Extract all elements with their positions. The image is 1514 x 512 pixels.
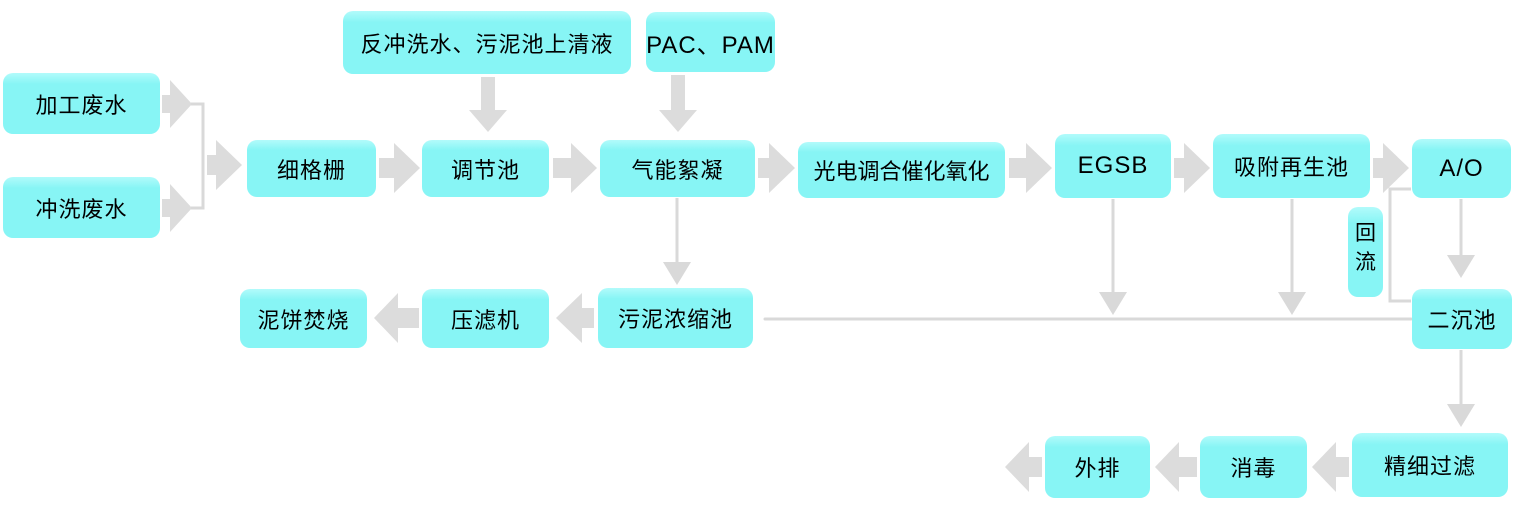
node-backwash-supernatant: 反冲洗水、污泥池上清液 xyxy=(343,11,631,74)
node-fine-filtration: 精细过滤 xyxy=(1352,433,1508,497)
arrow-discharge-out xyxy=(1005,442,1042,492)
arrow-ao-to-secondary-sedimentation xyxy=(1447,199,1475,278)
node-ao: A/O xyxy=(1412,139,1511,198)
node-pac-pam: PAC、PAM xyxy=(646,12,775,72)
arrow-adsorption-tank-to-ao xyxy=(1373,143,1409,193)
arrow-fine-screen-to-regulating-tank xyxy=(379,143,420,193)
node-secondary-sedimentation-tank: 二沉池 xyxy=(1412,289,1512,349)
node-reflux-label: 回流 xyxy=(1348,207,1383,297)
node-fine-screen: 细格栅 xyxy=(247,140,376,197)
merge-bracket-line xyxy=(191,102,205,210)
arrow-backwash-to-regulating-tank xyxy=(469,77,507,132)
node-disinfection: 消毒 xyxy=(1200,436,1307,498)
arrow-pac-pam-to-air-flocculation xyxy=(659,75,697,132)
arrow-egsb-to-adsorption-tank xyxy=(1174,143,1210,193)
arrow-rinse-to-merge xyxy=(162,184,192,232)
node-egsb: EGSB xyxy=(1055,134,1171,198)
node-filter-press: 压滤机 xyxy=(422,289,549,348)
arrow-egsb-to-sludge-line xyxy=(1099,199,1127,315)
arrow-fine-filtration-to-disinfection xyxy=(1312,442,1349,492)
reflux-line xyxy=(1388,187,1411,303)
node-discharge: 外排 xyxy=(1045,436,1150,498)
node-photoelectric-catalytic-oxidation: 光电调合催化氧化 xyxy=(798,142,1005,198)
node-adsorption-regeneration-tank: 吸附再生池 xyxy=(1213,134,1370,198)
arrow-adsorption-to-sludge-line xyxy=(1278,199,1306,315)
arrow-regulating-tank-to-air-flocculation xyxy=(553,143,597,193)
arrow-secondary-sedimentation-to-fine-filtration xyxy=(1447,350,1475,427)
arrow-sludge-thickening-to-filter-press xyxy=(556,293,594,343)
node-rinse-wastewater: 冲洗废水 xyxy=(3,177,160,238)
arrow-photoelectric-oxidation-to-egsb xyxy=(1009,143,1052,193)
arrow-air-flocculation-to-sludge-thickening xyxy=(663,198,691,285)
node-regulating-tank: 调节池 xyxy=(422,140,549,197)
node-processing-wastewater: 加工废水 xyxy=(3,73,160,134)
node-air-flocculation: 气能絮凝 xyxy=(600,140,755,197)
arrow-processing-to-merge xyxy=(162,80,192,128)
arrow-disinfection-to-discharge xyxy=(1155,442,1197,492)
arrow-air-flocculation-to-photoelectric-oxidation xyxy=(758,143,795,193)
arrow-merge-to-fine-screen xyxy=(207,140,242,190)
node-sludge-thickening-tank: 污泥浓缩池 xyxy=(598,288,753,348)
arrow-filter-press-to-incineration xyxy=(374,293,419,343)
node-sludge-cake-incineration: 泥饼焚烧 xyxy=(240,289,367,348)
